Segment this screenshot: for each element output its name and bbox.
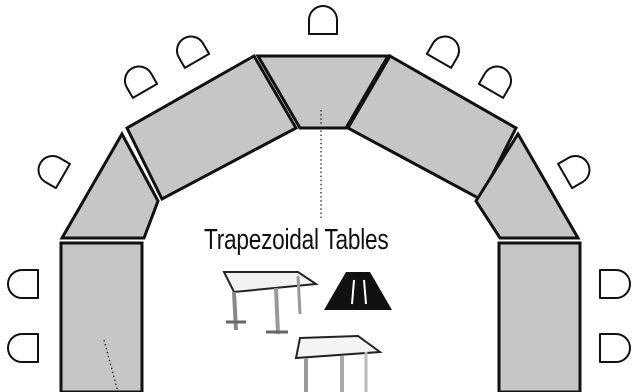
table-upper-left xyxy=(125,53,299,202)
trapezoid-table-perspective-icon xyxy=(222,271,319,335)
table-left-straight xyxy=(59,241,144,392)
chair-left-1 xyxy=(7,269,39,299)
chair-right-angled xyxy=(557,155,591,190)
chair-left-angled xyxy=(37,155,71,190)
chair-upper-right-2 xyxy=(477,65,512,99)
table-center-trapezoid xyxy=(255,54,391,130)
table-lower-left-angled xyxy=(59,130,160,240)
table-lower-right-angled xyxy=(474,131,581,240)
tables xyxy=(59,53,582,392)
table-upper-right xyxy=(345,53,518,202)
chair-upper-right-1 xyxy=(425,35,460,69)
chair-upper-left-1 xyxy=(176,35,211,69)
diagram-caption: Trapezoidal Tables xyxy=(204,224,389,256)
trapezoid-table-top-view-icon xyxy=(324,272,392,310)
chair-left-2 xyxy=(7,333,39,363)
trapezoid-table-perspective-icon-2 xyxy=(294,334,383,392)
chair-upper-left-2 xyxy=(124,65,159,99)
chair-right-2 xyxy=(599,333,631,363)
chair-right-1 xyxy=(599,269,631,299)
chair-top xyxy=(308,5,338,35)
table-right-straight xyxy=(497,241,582,392)
leader-line-left xyxy=(103,339,119,392)
chairs xyxy=(7,5,631,363)
